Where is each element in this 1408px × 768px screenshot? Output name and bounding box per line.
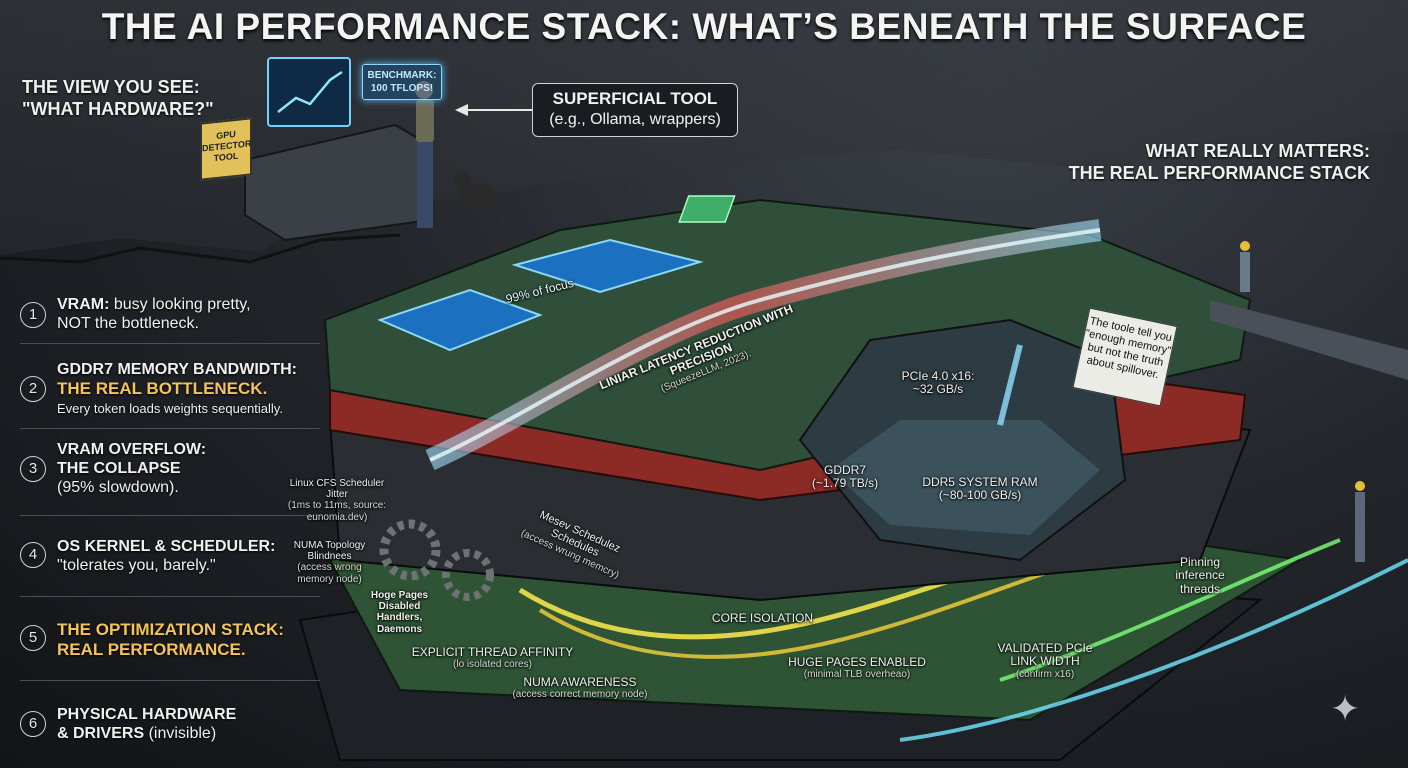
callout-title: SUPERFICIAL TOOL [552,89,718,108]
layer-desc: (95% slowdown). [57,479,179,496]
layer-title-2: & DRIVERS [57,725,145,742]
core-isolation-label: CORE ISOLATION [711,611,814,625]
walkway [1210,300,1408,380]
callout-subtitle: (e.g., Ollama, wrappers) [549,111,721,128]
green-trace [999,538,1341,682]
layer-item-6: 6 PHYSICAL HARDWARE & DRIVERS (invisible) [20,705,320,743]
pcie-speed: ~32 GB/s [912,382,964,397]
layer-desc: Every token loads weights sequentially. [57,401,283,416]
thread-affinity-label: EXPLICIT THREAD AFFINITY (lo isolated co… [411,645,574,671]
layer-item-2: 2 GDDR7 MEMORY BANDWIDTH:THE REAL BOTTLE… [20,360,320,418]
pit-water [830,420,1100,535]
layer-number: 5 [20,625,46,651]
waterfall [997,344,1023,426]
layer-title: GDDR7 MEMORY BANDWIDTH: [57,361,297,378]
benchmark-monitor [267,57,351,127]
pcie-validated-label: VALIDATED PCIe LINK WIDTH (confirm x16) [997,641,1093,680]
cyan-trace [899,558,1408,742]
layer-number: 4 [20,542,46,568]
divider [20,680,320,681]
divider [20,596,320,597]
layer-desc: (invisible) [144,725,217,742]
layer-item-4: 4 OS KERNEL & SCHEDULER: "tolerates you, … [20,537,320,575]
superficial-tool-callout: SUPERFICIAL TOOL (e.g., Ollama, wrappers… [532,83,738,137]
vram-chip-1 [377,288,543,352]
layer-number: 3 [20,456,46,482]
divider [20,343,320,344]
cfs-jitter-label: Linux CFS Scheduler Jitter (1ms to 11ms,… [287,478,387,523]
layer-title: PHYSICAL HARDWARE [57,706,237,723]
vram-chip-2 [511,238,704,294]
worker-icon [1355,481,1365,491]
ddr5-label: DDR5 SYSTEM RAM (~80-100 GB/s) [922,475,1038,503]
layer-title: OS KERNEL & SCHEDULER: [57,538,276,555]
pcie-title: PCIe 4.0 x16: [901,369,975,383]
layer-desc: busy looking pretty, [109,296,251,313]
layer-highlight: THE REAL BOTTLENECK. [57,379,268,398]
view-you-see-heading: THE VIEW YOU SEE: "WHAT HARDWARE?" [22,76,214,120]
surface-crack [0,233,401,264]
worker-icon [1240,241,1250,251]
chart-icon [277,70,343,113]
hugepages-disabled-label: Hoge Pages Disabled Handlers, Daemons [370,590,429,635]
benchmark-screen: BENCHMARK: 100 TFLOPS! [362,64,442,100]
layer-title-2: REAL PERFORMANCE. [57,640,246,659]
layer-desc: "tolerates you, barely." [57,557,216,574]
layer-title: VRAM OVERFLOW: [57,441,207,458]
matters-line2: THE REAL PERFORMANCE STACK [1068,163,1370,183]
divider [20,428,320,429]
layer-item-3: 3 VRAM OVERFLOW: THE COLLAPSE (95% slowdow… [20,440,320,497]
layer-title-2: THE COLLAPSE [57,460,181,477]
layer-number: 1 [20,302,46,328]
layer-item-5: 5 THE OPTIMIZATION STACK:REAL PERFORMANC… [20,620,320,660]
gear-icon [442,549,494,601]
data-flow-core [429,228,1101,462]
layer-title: THE OPTIMIZATION STACK: [57,620,284,639]
hugepages-enabled-label: HUGE PAGES ENABLED (minimal TLB overheao… [788,655,926,681]
layer-desc-2: NOT the bottleneck. [57,315,199,332]
view-heading-line1: THE VIEW YOU SEE: [22,77,200,97]
gear-icon [379,519,441,581]
layer-title: VRAM: [57,296,110,313]
divider [20,515,320,516]
sparkle-icon: ✦ [1330,688,1361,729]
numa-awareness-label: NUMA AWARENESS (access correct memory no… [512,675,648,701]
view-heading-line2: "WHAT HARDWARE?" [22,99,214,119]
pcie-label: PCIe 4.0 x16: ~32 GB/s [888,369,988,397]
numa-blindness-label: NUMA Topology Blindnees (access wrong me… [293,540,366,585]
dog-icon [458,184,498,206]
gpu-die [678,195,736,223]
gddr7-label: GDDR7 (~1.79 TB/s) [811,463,879,491]
matters-line1: WHAT REALLY MATTERS: [1145,141,1370,161]
layer-number: 2 [20,376,46,402]
pinning-label: Pinning inference threads [1175,555,1225,596]
layer-item-1: 1 VRAM: busy looking pretty, NOT the bott… [20,295,320,333]
what-matters-heading: WHAT REALLY MATTERS: THE REAL PERFORMANC… [1020,140,1370,184]
page-title: THE AI PERFORMANCE STACK: WHAT’S BENEATH… [101,6,1307,47]
layer-number: 6 [20,711,46,737]
